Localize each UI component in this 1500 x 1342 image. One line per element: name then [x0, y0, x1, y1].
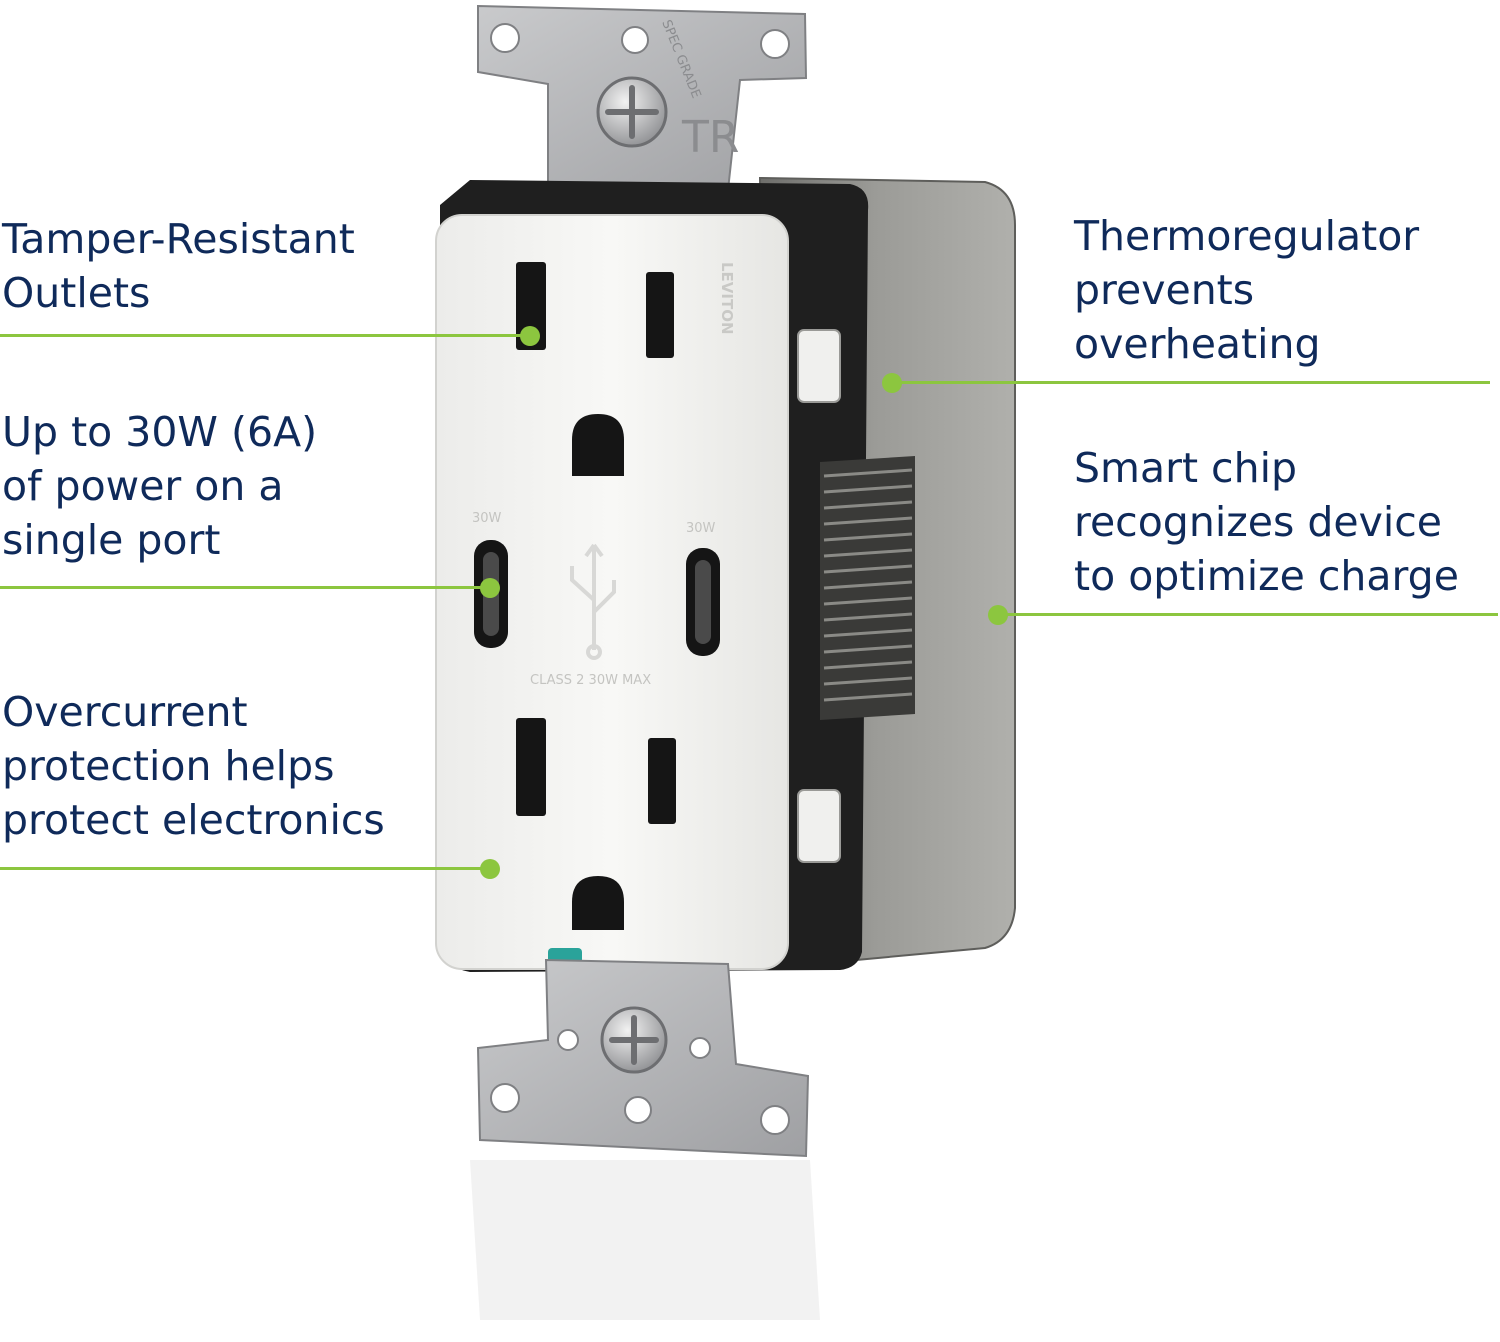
port-left-rating: 30W: [472, 511, 502, 526]
floor-reflection: [470, 1160, 820, 1320]
callout-line: Overcurrent: [2, 688, 248, 736]
bottom-screw-icon: [600, 1006, 668, 1074]
callout-line: Tamper-Resistant: [2, 215, 355, 263]
brand-mark: LEVITON: [718, 262, 736, 335]
callout-line: protection helps: [2, 742, 335, 790]
callout-line: overheating: [1074, 320, 1321, 368]
leader-line-thermoregulator: [890, 381, 1490, 384]
callout-line: Thermoregulator: [1074, 212, 1420, 260]
port-right-rating: 30W: [686, 521, 716, 536]
lower-outlet: [516, 718, 676, 930]
leader-line-overcurrent: [0, 867, 490, 870]
leader-dot-overcurrent: [480, 859, 500, 879]
leader-line-power: [0, 586, 490, 589]
callout-overcurrent: Overcurrent protection helps protect ele…: [2, 685, 385, 847]
callout-line: of power on a: [2, 462, 284, 510]
leader-line-tamper-resistant: [0, 334, 530, 337]
callout-smart-chip: Smart chip recognizes device to optimize…: [1074, 441, 1459, 603]
callout-thermoregulator: Thermoregulator prevents overheating: [1074, 209, 1419, 371]
heat-sink-vents: [820, 456, 915, 720]
usb-icon: [570, 543, 616, 660]
callout-line: Smart chip: [1074, 444, 1297, 492]
class-rating-mark: CLASS 2 30W MAX: [530, 673, 651, 688]
callout-line: Outlets: [2, 269, 151, 317]
callout-line: single port: [2, 516, 221, 564]
callout-tamper-resistant: Tamper-Resistant Outlets: [2, 212, 355, 320]
callout-line: protect electronics: [2, 796, 385, 844]
callout-power: Up to 30W (6A) of power on a single port: [2, 405, 317, 567]
callout-line: Up to 30W (6A): [2, 408, 318, 456]
receptacle-face: [435, 214, 789, 970]
leader-dot-thermoregulator: [882, 373, 902, 393]
callout-line: prevents: [1074, 266, 1255, 314]
usb-c-ports: [474, 540, 720, 656]
leader-dot-tamper-resistant: [520, 326, 540, 346]
leader-dot-power: [480, 578, 500, 598]
top-screw-icon: [596, 76, 668, 148]
leader-line-smart-chip: [996, 613, 1498, 616]
callout-line: to optimize charge: [1074, 552, 1459, 600]
tr-mark: TR: [681, 112, 739, 163]
leader-dot-smart-chip: [988, 605, 1008, 625]
callout-line: recognizes device: [1074, 498, 1443, 546]
